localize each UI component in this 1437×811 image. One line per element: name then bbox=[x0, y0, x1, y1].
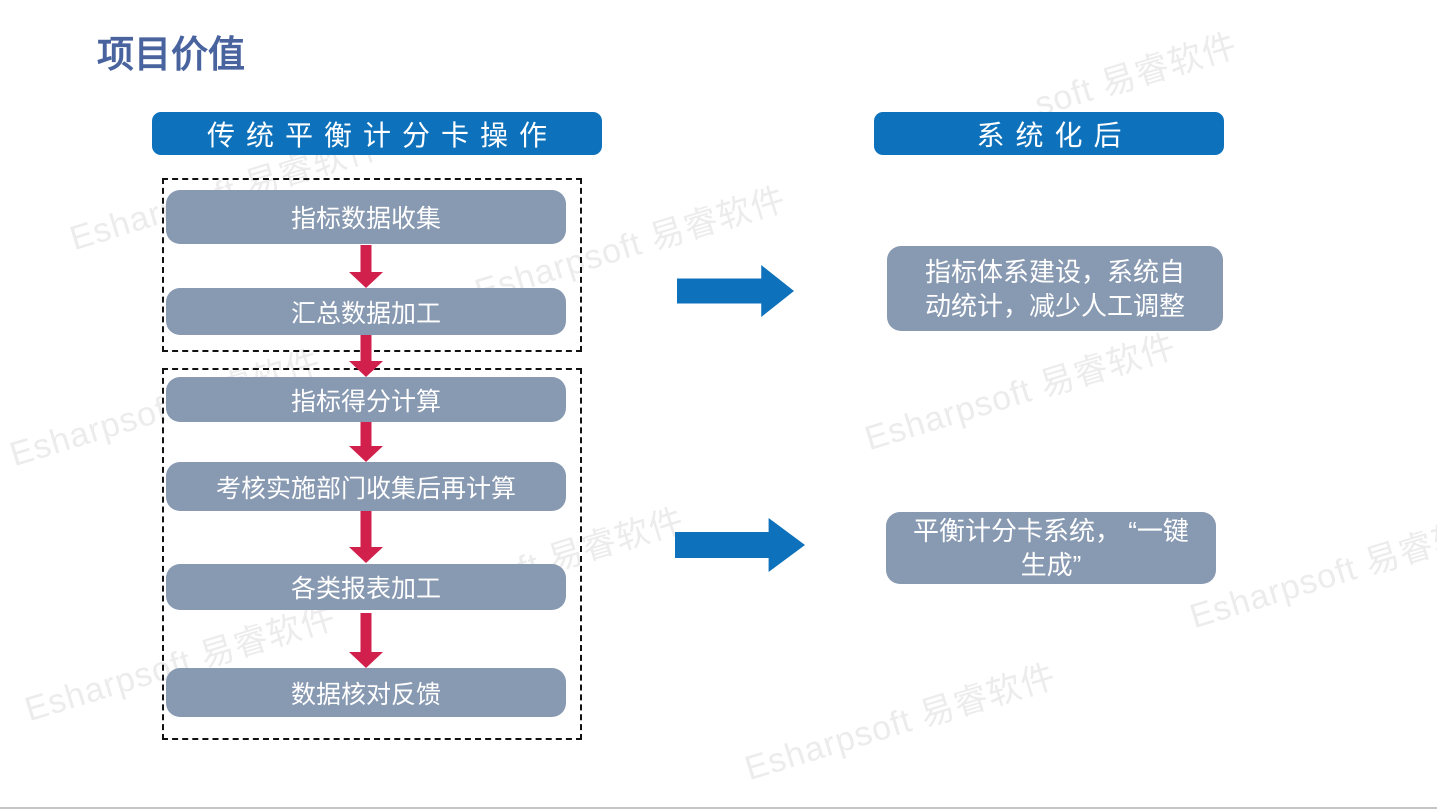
right-column-header-label: 系统化后 bbox=[976, 118, 1133, 152]
step-box-data-check-feedback: 数据核对反馈 bbox=[166, 668, 566, 717]
down-arrow bbox=[349, 335, 383, 377]
right-arrow bbox=[677, 265, 794, 317]
page-title: 项目价值 bbox=[97, 34, 245, 75]
right-arrow bbox=[675, 518, 805, 572]
bottom-divider bbox=[0, 807, 1437, 809]
step-box-score-calc: 指标得分计算 bbox=[166, 377, 566, 422]
step-box-dept-recalc: 考核实施部门收集后再计算 bbox=[166, 462, 566, 511]
right-column-header-bar: 系统化后 bbox=[874, 112, 1224, 155]
left-column-header-label: 传统平衡计分卡操作 bbox=[206, 118, 558, 152]
down-arrow bbox=[349, 245, 383, 288]
watermark: Esharpsoft 易睿软件 bbox=[740, 657, 1061, 789]
down-arrow bbox=[349, 511, 383, 563]
benefit-box-one-click: 平衡计分卡系统， “一键生成” bbox=[886, 512, 1216, 584]
step-box-summarize-data: 汇总数据加工 bbox=[166, 288, 566, 335]
benefit-box-system-stats: 指标体系建设，系统自动统计，减少人工调整 bbox=[887, 246, 1223, 331]
step-box-collect-data: 指标数据收集 bbox=[166, 190, 566, 244]
benefit-text: 指标体系建设，系统自动统计，减少人工调整 bbox=[924, 256, 1185, 321]
watermark: Esharpsoft 易睿软件 bbox=[1185, 505, 1437, 637]
watermark: Esharpsoft 易睿软件 bbox=[860, 327, 1181, 459]
left-column-header-bar: 传统平衡计分卡操作 bbox=[152, 112, 602, 155]
watermark: soft 易睿软件 bbox=[1030, 26, 1242, 125]
step-box-report-processing: 各类报表加工 bbox=[166, 564, 566, 610]
benefit-text: 平衡计分卡系统， “一键生成” bbox=[913, 516, 1189, 580]
down-arrow bbox=[349, 422, 383, 462]
down-arrow bbox=[349, 613, 383, 668]
